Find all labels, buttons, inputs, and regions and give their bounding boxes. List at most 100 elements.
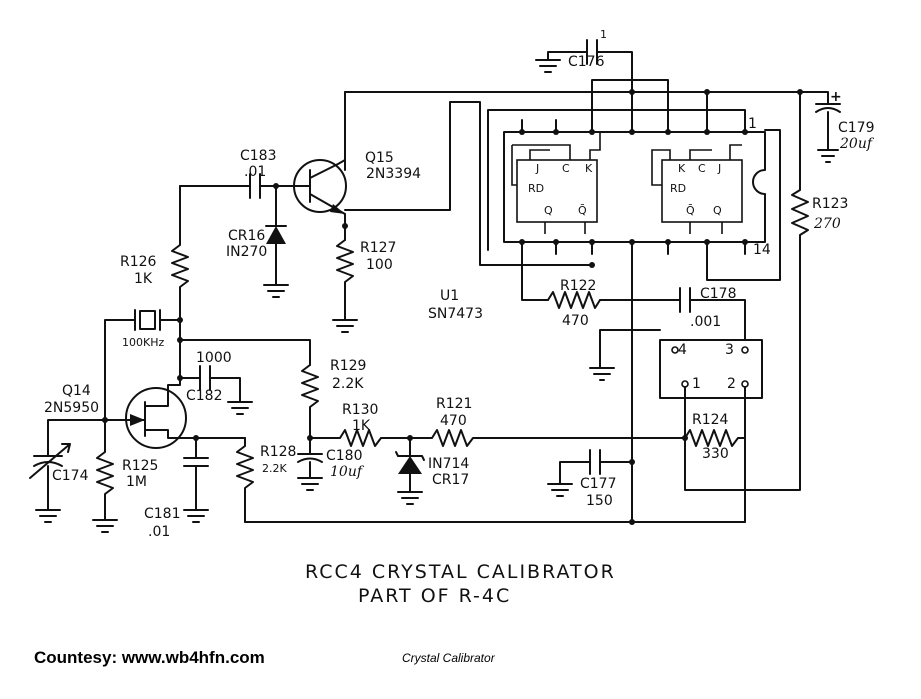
resistor-r128 [236,437,254,523]
ff1-k-label: K [585,162,593,175]
capacitor-c174 [29,419,106,523]
label-c179-value: 20uf [839,136,875,152]
switch-box [589,329,763,439]
r122-c178-wire [521,253,746,341]
ff1-q-label: Q [544,204,553,217]
label-c182-value: 1000 [196,350,232,366]
label-c183-value: .01 [244,164,266,180]
diagram-title: RCC4 CRYSTAL CALIBRATOR [305,561,616,583]
label-c178-value: .001 [690,314,721,330]
label-r124: R124 [692,412,729,428]
label-c177-value: 150 [586,493,613,509]
caption-text: Crystal Calibrator [402,651,495,665]
label-r122: R122 [560,278,596,294]
label-r127-value: 100 [366,257,393,273]
label-c182: C182 [186,388,223,404]
label-c180: C180 [326,448,363,464]
label-u1-part: SN7473 [428,306,483,322]
switch-pin4: 4 [678,342,687,358]
label-r130: R130 [342,402,378,418]
label-r121-value: 470 [440,413,467,429]
label-c176: C176 [568,54,605,70]
label-c179: C179 [838,120,875,136]
credit-text: Countesy: www.wb4hfn.com [34,648,265,667]
pin14-label: 14 [753,242,771,258]
label-r122-value: 470 [562,313,589,329]
label-r125-value: 1M [126,474,147,490]
crystal-100khz [104,309,183,421]
ic-u1-sn7473 [503,119,766,255]
schematic-diagram: C176 1 + C179 20uf R123 270 [29,28,875,607]
ff2-rd-label: RD [670,182,686,195]
resistor-r126 [171,185,189,341]
label-r123: R123 [812,196,848,212]
label-r123-value: 270 [813,216,841,232]
label-c176-value: 1 [600,28,607,41]
top-bus-wire [344,79,801,129]
resistor-r125 [92,419,118,533]
capacitor-c178 [679,287,691,313]
label-q15-part: 2N3394 [366,166,421,182]
label-r121: R121 [436,396,472,412]
capacitor-c181 [183,437,209,523]
label-r128-value: 2.2K [262,462,287,475]
label-r130-value: 1K [352,418,371,434]
label-cr17-part: IN714 [428,456,469,472]
ic-pin-return-wire [706,129,781,281]
label-crystal: 100KHz [122,336,164,349]
label-cr16: CR16 [228,228,265,244]
label-cr16-part: IN270 [226,244,267,260]
label-c177: C177 [580,476,617,492]
transistor-q14 [102,377,246,449]
label-c181: C181 [144,506,181,522]
ff1-c-label: C [562,162,570,175]
diode-cr16 [263,183,289,298]
resistor-r123 [684,91,809,491]
label-c174: C174 [52,468,89,484]
ff2-k-label: K [678,162,686,175]
ff2-j-label: J [717,162,721,175]
label-q14: Q14 [62,383,91,399]
capacitor-c177 [547,449,633,497]
resistor-r124 [479,429,746,523]
resistor-r121 [409,429,481,447]
svg-text:+: + [830,89,842,105]
capacitor-c183 [179,173,277,199]
label-c183: C183 [240,148,277,164]
diagram-subtitle: PART OF R-4C [358,585,511,607]
label-q14-part: 2N5950 [44,400,99,416]
label-r125: R125 [122,458,158,474]
ff2-qbar-label: Q̄ [686,204,695,217]
resistor-r127 [332,223,358,333]
resistor-r122 [547,291,601,309]
capacitor-c179: + [799,89,842,163]
pin1-label: 1 [748,116,757,132]
switch-pin3: 3 [725,342,734,358]
label-q15: Q15 [365,150,394,166]
label-r126: R126 [120,254,157,270]
label-c178: C178 [700,286,737,302]
ff1-qbar-label: Q̄ [578,204,587,217]
label-cr17: CR17 [432,472,469,488]
transistor-q15 [261,159,347,241]
ic-pin-dots [519,89,803,268]
label-r128: R128 [260,444,296,460]
ff1-j-label: J [535,162,539,175]
switch-pin2: 2 [727,376,736,392]
capacitor-c180 [297,437,323,491]
q15-emitter-to-ic-wire [344,101,593,266]
label-r126-value: 1K [134,271,153,287]
label-c180-value: 10uf [330,464,365,480]
label-r129-value: 2.2K [332,376,364,392]
label-u1: U1 [440,288,459,304]
q14-drain-wire [179,339,311,366]
zener-cr17 [395,437,425,505]
label-c181-value: .01 [148,524,170,540]
label-r127: R127 [360,240,396,256]
resistor-r129 [301,364,319,441]
label-r129: R129 [330,358,366,374]
switch-pin1: 1 [692,376,701,392]
ff2-c-label: C [698,162,706,175]
ff1-rd-label: RD [528,182,544,195]
capacitor-c176 [535,39,633,121]
